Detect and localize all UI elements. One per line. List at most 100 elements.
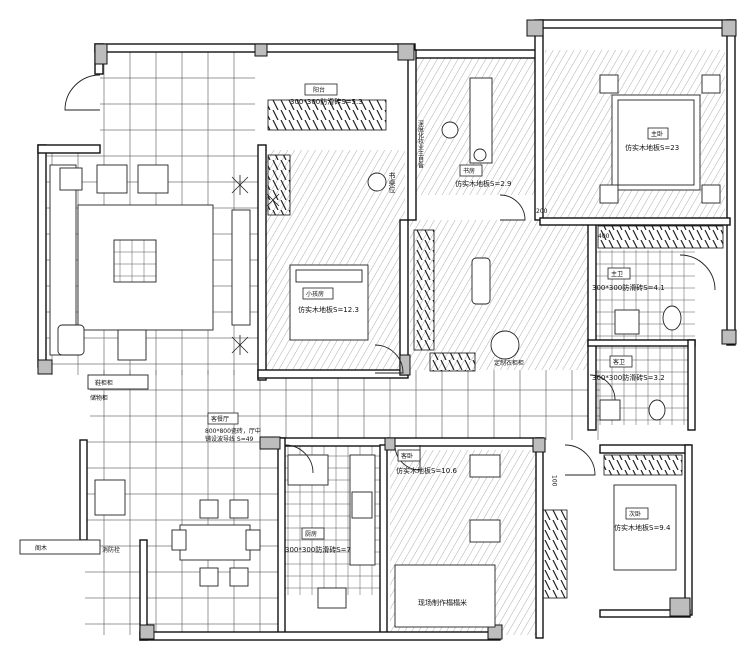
wall-study-left bbox=[407, 49, 417, 221]
base-cabinet-note: 阁木 bbox=[35, 544, 47, 552]
door-swing bbox=[679, 254, 716, 291]
master-bath-tile bbox=[595, 250, 695, 345]
wall-south-kitchen bbox=[277, 437, 389, 447]
column bbox=[139, 624, 155, 640]
kitchen-counter bbox=[287, 454, 329, 486]
wall-mid-vertical bbox=[534, 19, 544, 221]
wardrobe-custom-note: 定制衣柜柜 bbox=[494, 359, 524, 367]
study-desk-note: 书桌位 bbox=[388, 171, 396, 193]
wall-top-right bbox=[539, 19, 736, 29]
wall-living-top bbox=[37, 144, 101, 154]
column bbox=[384, 437, 396, 451]
wall-master-bottom bbox=[539, 217, 731, 226]
coffee-table bbox=[113, 239, 157, 283]
toilet bbox=[648, 399, 666, 421]
wall-bath-mid bbox=[587, 339, 696, 347]
doors bbox=[64, 74, 716, 476]
door-swing bbox=[589, 374, 616, 401]
site-cabinet-note: 现场制作榻榻米 bbox=[418, 598, 467, 607]
furniture bbox=[19, 74, 721, 628]
child-bed-pillow bbox=[295, 269, 363, 283]
side-table bbox=[117, 329, 147, 361]
guest-desk bbox=[469, 454, 501, 478]
guest-bath-label: 客卫 300*300防滑砖S=3.2 bbox=[592, 355, 665, 382]
column bbox=[397, 43, 415, 61]
door-swing bbox=[374, 344, 404, 374]
room-tag: 客餐厅 bbox=[211, 415, 229, 423]
master-bed bbox=[611, 94, 701, 191]
door-swing bbox=[564, 444, 596, 476]
wall-bath-left bbox=[587, 219, 597, 431]
door-swing bbox=[284, 444, 314, 474]
room-tag: 小孩房 bbox=[306, 290, 324, 298]
wall-left-living bbox=[37, 144, 47, 368]
wall-south-guest bbox=[387, 437, 544, 447]
kitchen-sink bbox=[317, 587, 347, 609]
dining-table bbox=[179, 524, 251, 561]
dining-chair bbox=[245, 529, 261, 551]
dining-chair bbox=[229, 567, 249, 587]
child-chair bbox=[367, 172, 387, 192]
wardrobe-corridor bbox=[413, 229, 435, 351]
master-bath-label: 主卫 300*300防滑砖S=4.1 bbox=[592, 267, 665, 292]
round-seat bbox=[490, 330, 520, 360]
wardrobe-balcony bbox=[267, 99, 387, 131]
wall-corridor-right bbox=[399, 219, 409, 376]
nightstand bbox=[599, 74, 619, 94]
plant-icon bbox=[231, 175, 280, 355]
column bbox=[399, 354, 411, 376]
wall-bottom bbox=[139, 631, 501, 641]
room-tag: 次卧 bbox=[629, 510, 641, 518]
wall-guest-right bbox=[535, 437, 544, 639]
vertical-note: 深度化妆业主自备 bbox=[417, 119, 424, 169]
wardrobe-master bbox=[597, 225, 724, 249]
room-tag: 客卫 bbox=[613, 358, 625, 366]
column bbox=[526, 19, 544, 37]
master-bed-inner bbox=[617, 99, 695, 186]
column bbox=[721, 19, 737, 37]
ottoman bbox=[57, 324, 85, 356]
wall-kitchen-right bbox=[379, 444, 388, 636]
nightstand bbox=[701, 184, 721, 204]
console-table bbox=[471, 257, 491, 305]
master-bedroom-label: 主卧 仿实木地板S=23 bbox=[625, 127, 679, 152]
base-cabinet-box bbox=[19, 539, 101, 555]
room-tag: 客卧 bbox=[401, 452, 413, 460]
dimension-label: 200 bbox=[536, 208, 548, 215]
wall-child-bottom bbox=[257, 369, 409, 379]
corridor-tile bbox=[90, 370, 600, 440]
shoe-cabinet-box bbox=[87, 374, 149, 390]
room-note: 铺设波导线 S=49 bbox=[205, 435, 254, 443]
door-swing bbox=[394, 444, 421, 471]
guest-desk bbox=[469, 519, 501, 543]
room-floor: 仿实木地板S=2.9 bbox=[455, 179, 511, 188]
toilet bbox=[662, 305, 682, 331]
wall-child-left bbox=[257, 144, 267, 381]
room-floor: 300*300防滑砖S=5.3 bbox=[290, 97, 363, 106]
side-table bbox=[59, 167, 83, 191]
child-room-label: 小孩房 仿实木地板S=12.3 bbox=[298, 287, 359, 314]
balcony-room-label: 阳台 300*300防滑砖S=5.3 bbox=[290, 83, 363, 106]
dining-chair bbox=[229, 499, 249, 519]
room-tag: 主卧 bbox=[651, 130, 663, 138]
room-floor: 仿实木地板S=23 bbox=[625, 143, 679, 152]
living-dining-label: 客餐厅 800*800瓷砖，厅中 铺设波导线 S=49 bbox=[205, 412, 261, 443]
nightstand bbox=[701, 74, 721, 94]
room-tag: 厨房 bbox=[305, 530, 317, 538]
columns bbox=[37, 19, 737, 640]
room-floor: 仿实木地板S=9.4 bbox=[614, 523, 671, 532]
room-floor: 300*300防滑砖S=4.1 bbox=[592, 283, 665, 292]
walls bbox=[37, 19, 736, 641]
room-floor: 300*300防滑砖S=7 bbox=[285, 545, 351, 554]
wardrobe-corridor-bottom bbox=[429, 352, 476, 372]
wardrobe-second bbox=[603, 454, 683, 476]
wall-dining-left bbox=[79, 439, 88, 541]
tatami bbox=[394, 564, 496, 628]
guest-room-label: 客卧 仿实木地板S=10.6 bbox=[396, 449, 457, 475]
column bbox=[259, 436, 281, 450]
wardrobe-guest bbox=[542, 509, 568, 599]
dining-chair bbox=[199, 567, 219, 587]
column bbox=[94, 43, 108, 65]
study-label: 书房 仿实木地板S=2.9 bbox=[455, 164, 511, 188]
